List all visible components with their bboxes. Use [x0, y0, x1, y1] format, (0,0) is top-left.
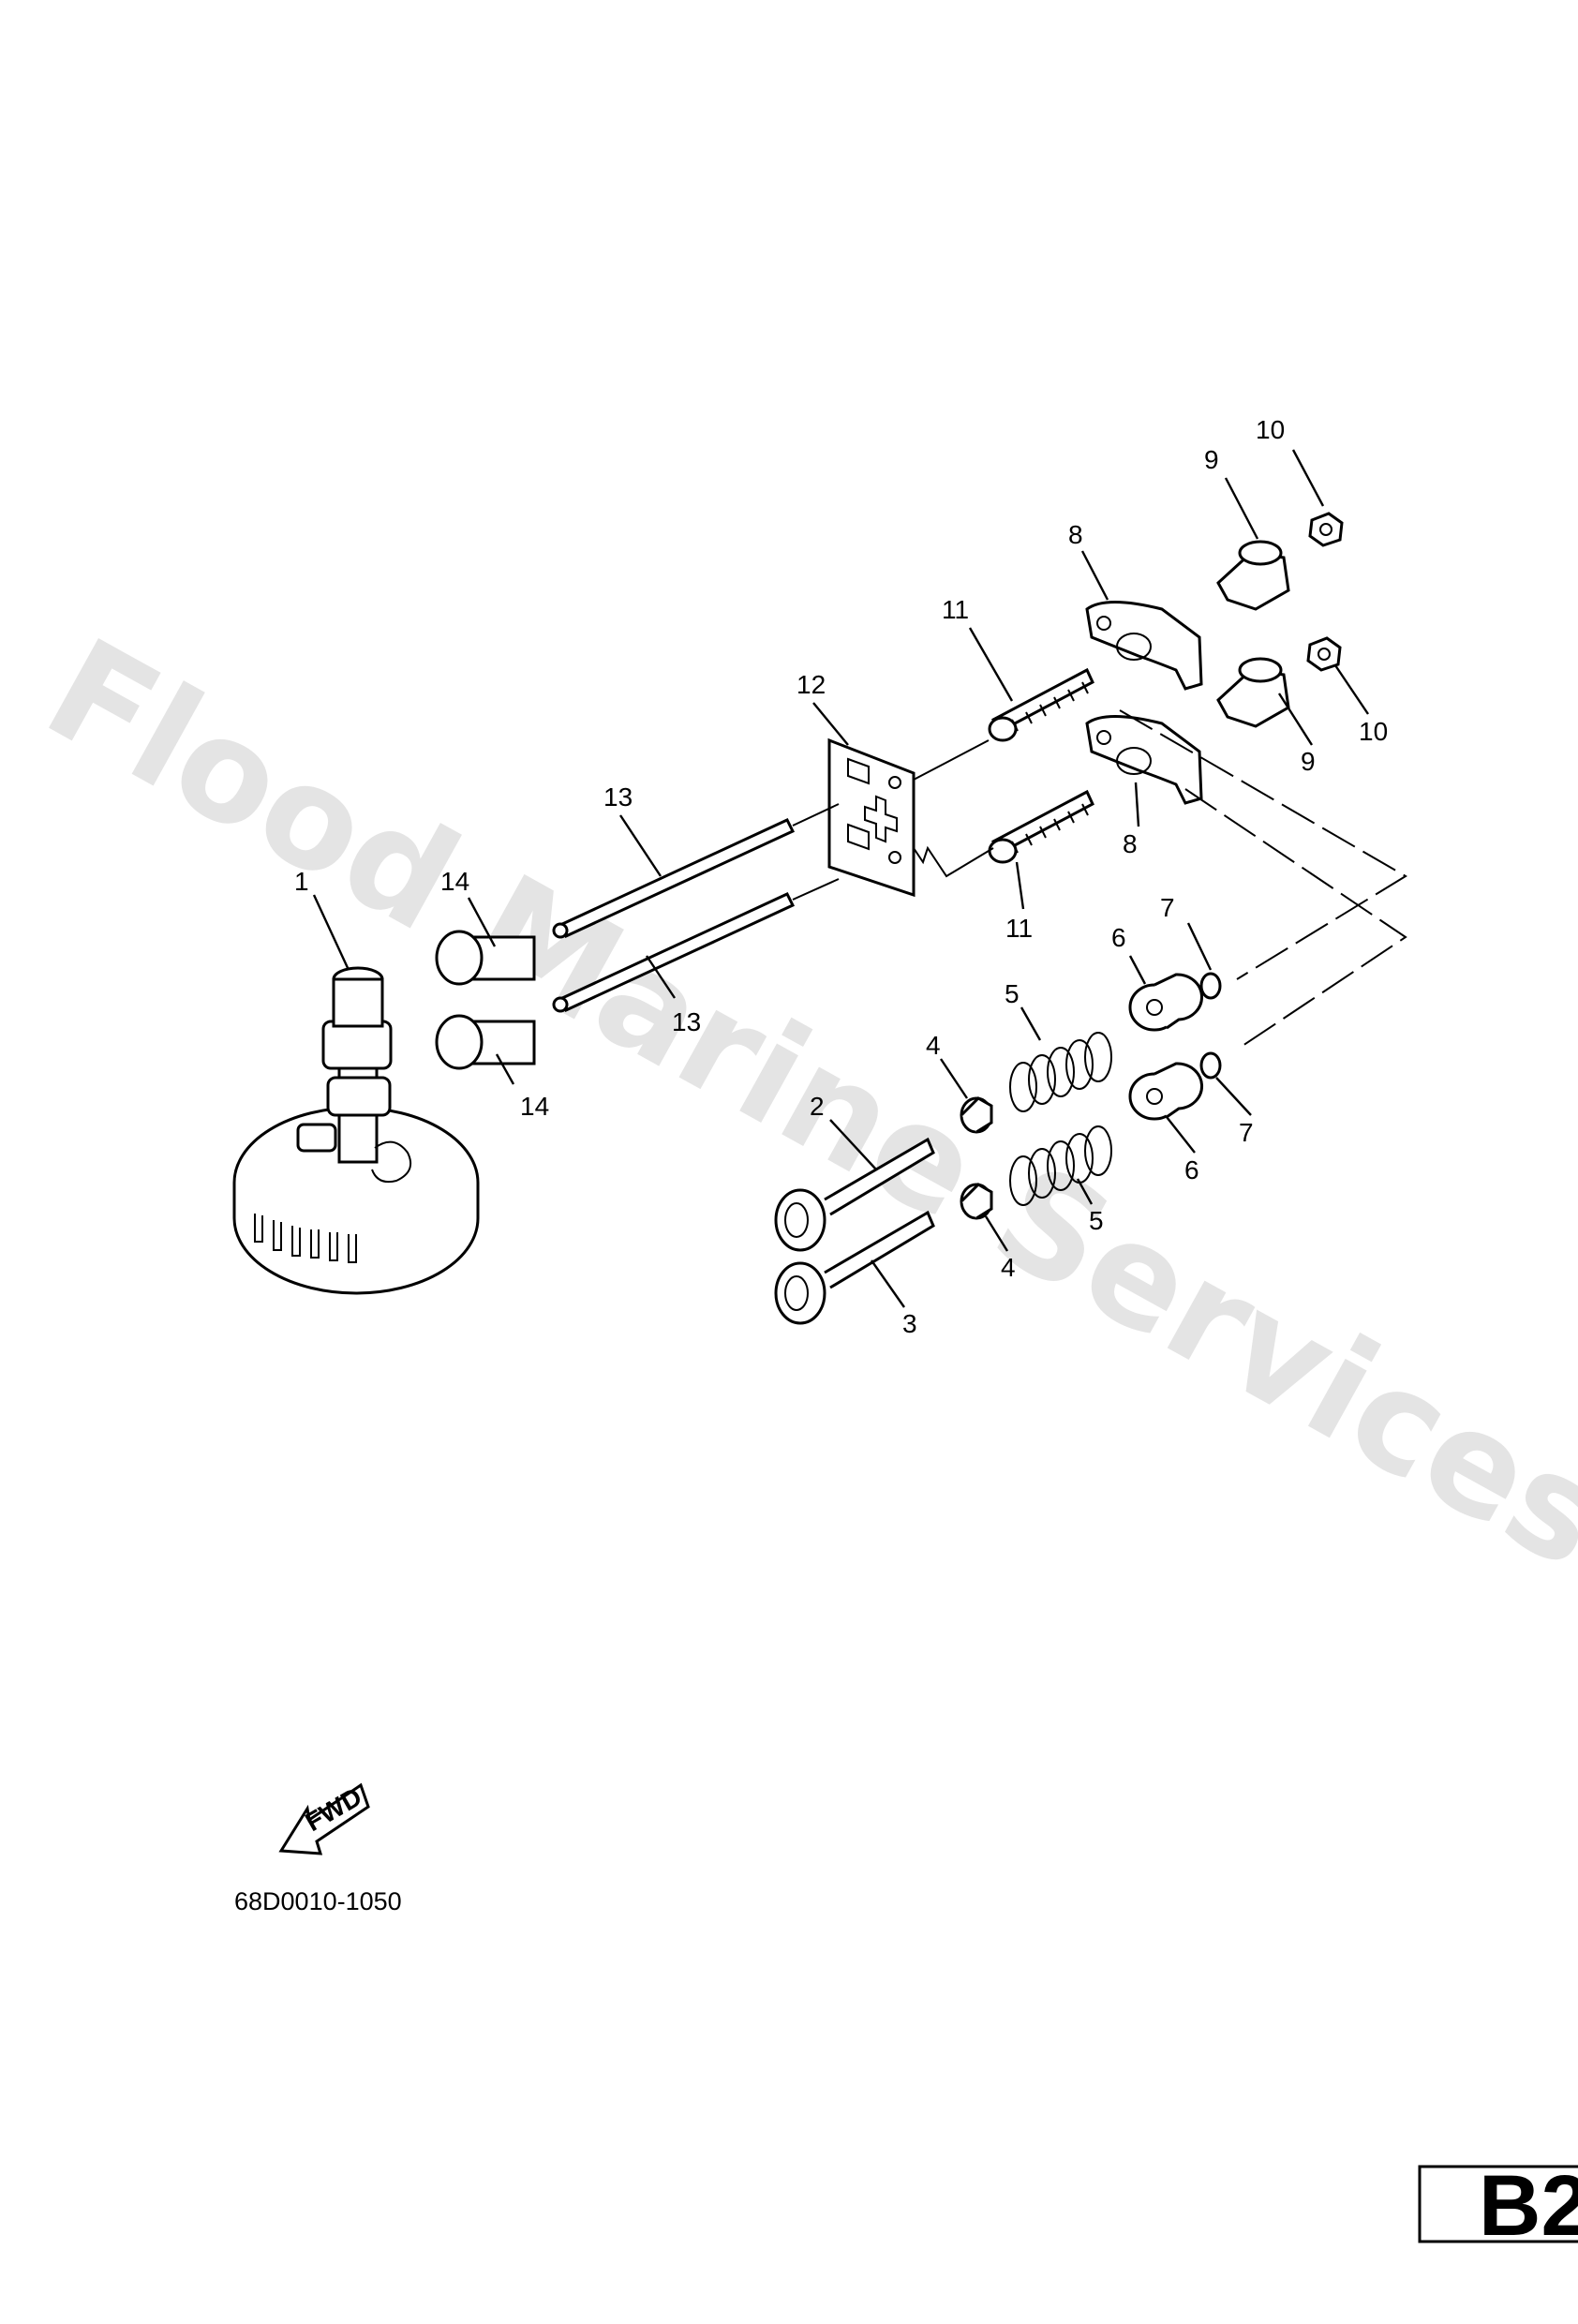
- part-9-pivot-upper: [1216, 540, 1290, 611]
- part-6-retainer-lower: [1128, 1062, 1203, 1121]
- callout-labels: 1 2 3 4 4 5 5 6 6 7 7 8 8 9 9 10 10 11 1…: [294, 415, 1388, 1338]
- part-13-push-rod-upper: [552, 818, 796, 939]
- part-3-exhaust-valve: [774, 1210, 935, 1325]
- part-9-pivot-lower: [1216, 657, 1290, 728]
- callout-11-lower: 11: [1005, 914, 1033, 943]
- part-10-nut-upper: [1308, 512, 1344, 547]
- callout-5-lower: 5: [1089, 1206, 1104, 1235]
- callout-14-lower: 14: [520, 1092, 549, 1121]
- part-1-camshaft-gear: [232, 966, 480, 1295]
- callout-6-upper: 6: [1111, 923, 1126, 952]
- part-13-push-rod-lower: [552, 892, 796, 1013]
- callout-10-lower: 10: [1359, 717, 1388, 746]
- callout-9-lower: 9: [1301, 747, 1316, 776]
- callout-11-upper: 11: [942, 595, 969, 624]
- part-7-cotter-lower: [1199, 1051, 1222, 1080]
- part-11-stud-upper: [988, 667, 1094, 742]
- assembly-lines: [792, 709, 1407, 1050]
- callout-13-upper: 13: [603, 782, 633, 812]
- callout-8-lower: 8: [1123, 829, 1138, 858]
- leader-lines: [312, 449, 1369, 1308]
- part-5-valve-spring-upper: [1009, 1032, 1112, 1112]
- callout-3: 3: [902, 1309, 917, 1338]
- callout-4-upper: 4: [926, 1031, 941, 1060]
- callout-8-upper: 8: [1068, 520, 1083, 549]
- callout-6-lower: 6: [1184, 1155, 1199, 1184]
- fwd-arrow-icon: FWD: [278, 1781, 370, 1855]
- callout-13-lower: 13: [672, 1007, 701, 1036]
- callout-12: 12: [796, 670, 826, 699]
- part-8-rocker-arm-upper: [1085, 601, 1203, 691]
- callout-10-upper: 10: [1256, 415, 1285, 444]
- callout-7-lower: 7: [1239, 1118, 1254, 1147]
- callout-14-upper: 14: [440, 867, 469, 896]
- callout-4-lower: 4: [1001, 1253, 1016, 1282]
- part-6-retainer-upper: [1128, 973, 1203, 1032]
- part-4-valve-seal-lower: [960, 1183, 993, 1220]
- callout-1: 1: [294, 867, 309, 896]
- callout-7-upper: 7: [1160, 893, 1175, 922]
- part-14-valve-lifter-lower: [435, 1014, 536, 1070]
- page-tab-label: B2: [1479, 2158, 1578, 2254]
- watermark-text: Flood Marine Services: [22, 608, 1578, 1600]
- part-11-stud-lower: [988, 789, 1094, 864]
- callout-9-upper: 9: [1204, 445, 1219, 474]
- part-7-cotter-upper: [1199, 972, 1222, 1000]
- part-12-guide-plate: [827, 737, 916, 898]
- part-10-nut-lower: [1306, 636, 1342, 672]
- part-4-valve-seal-upper: [960, 1096, 993, 1134]
- callout-5-upper: 5: [1005, 979, 1020, 1008]
- drawing-code: 68D0010-1050: [234, 1887, 402, 1915]
- callout-2: 2: [810, 1092, 825, 1121]
- part-14-valve-lifter-upper: [435, 930, 536, 986]
- part-8-rocker-arm-lower: [1085, 715, 1203, 805]
- page-tab-box: B2: [1418, 2158, 1578, 2254]
